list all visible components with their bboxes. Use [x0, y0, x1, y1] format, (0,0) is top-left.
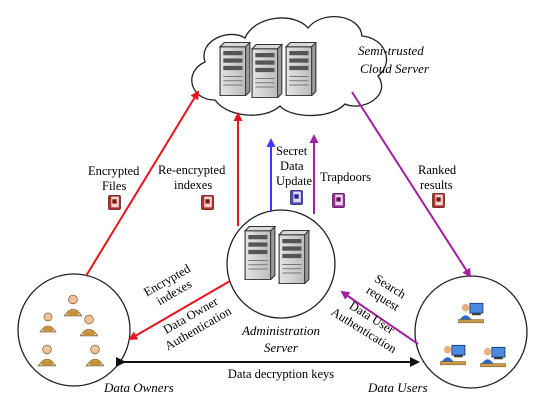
secret-update-doc-icon	[290, 190, 303, 205]
encrypted-files-label-line2: Files	[102, 179, 126, 193]
decryption-keys-label: Data decryption keys	[228, 367, 334, 381]
ranked-results-label-line1: Ranked	[418, 163, 457, 177]
arrow-encrypted-indexes	[128, 280, 231, 341]
arrow-search-request	[340, 290, 419, 345]
encrypted-files-doc-icon	[108, 195, 121, 210]
trapdoors-doc-icon	[332, 193, 345, 208]
cloud-server-icon	[219, 41, 317, 98]
secret-update-label-line1: Secret	[276, 144, 308, 158]
arrow-encrypted-files	[85, 90, 200, 277]
admin-server-label-line2: Server	[264, 340, 299, 355]
ranked-results-label-line2: results	[420, 178, 453, 192]
cloud-server-label-line2: Cloud Server	[360, 61, 430, 76]
data-owners-circle	[17, 273, 131, 387]
data-users-circle	[414, 275, 528, 389]
reencrypted-indexes-doc-icon	[201, 195, 214, 210]
secret-update-label-line2: Data	[280, 159, 304, 173]
reencrypted-label-line1: Re-encrypted	[158, 163, 226, 177]
ranked-results-doc-icon	[432, 193, 445, 208]
admin-server-label-line1: Administration	[241, 323, 320, 338]
data-owners-label: Data Owners	[103, 380, 174, 395]
secret-update-label-line3: Update	[276, 174, 313, 188]
encrypted-files-label-line1: Encrypted	[88, 164, 140, 178]
trapdoors-label: Trapdoors	[320, 170, 371, 184]
arrow-ranked-results	[351, 91, 472, 278]
cloud-server-label-line1: Semi-trusted	[358, 43, 424, 58]
data-users-label: Data Users	[367, 380, 428, 395]
reencrypted-label-line2: indexes	[174, 178, 212, 192]
